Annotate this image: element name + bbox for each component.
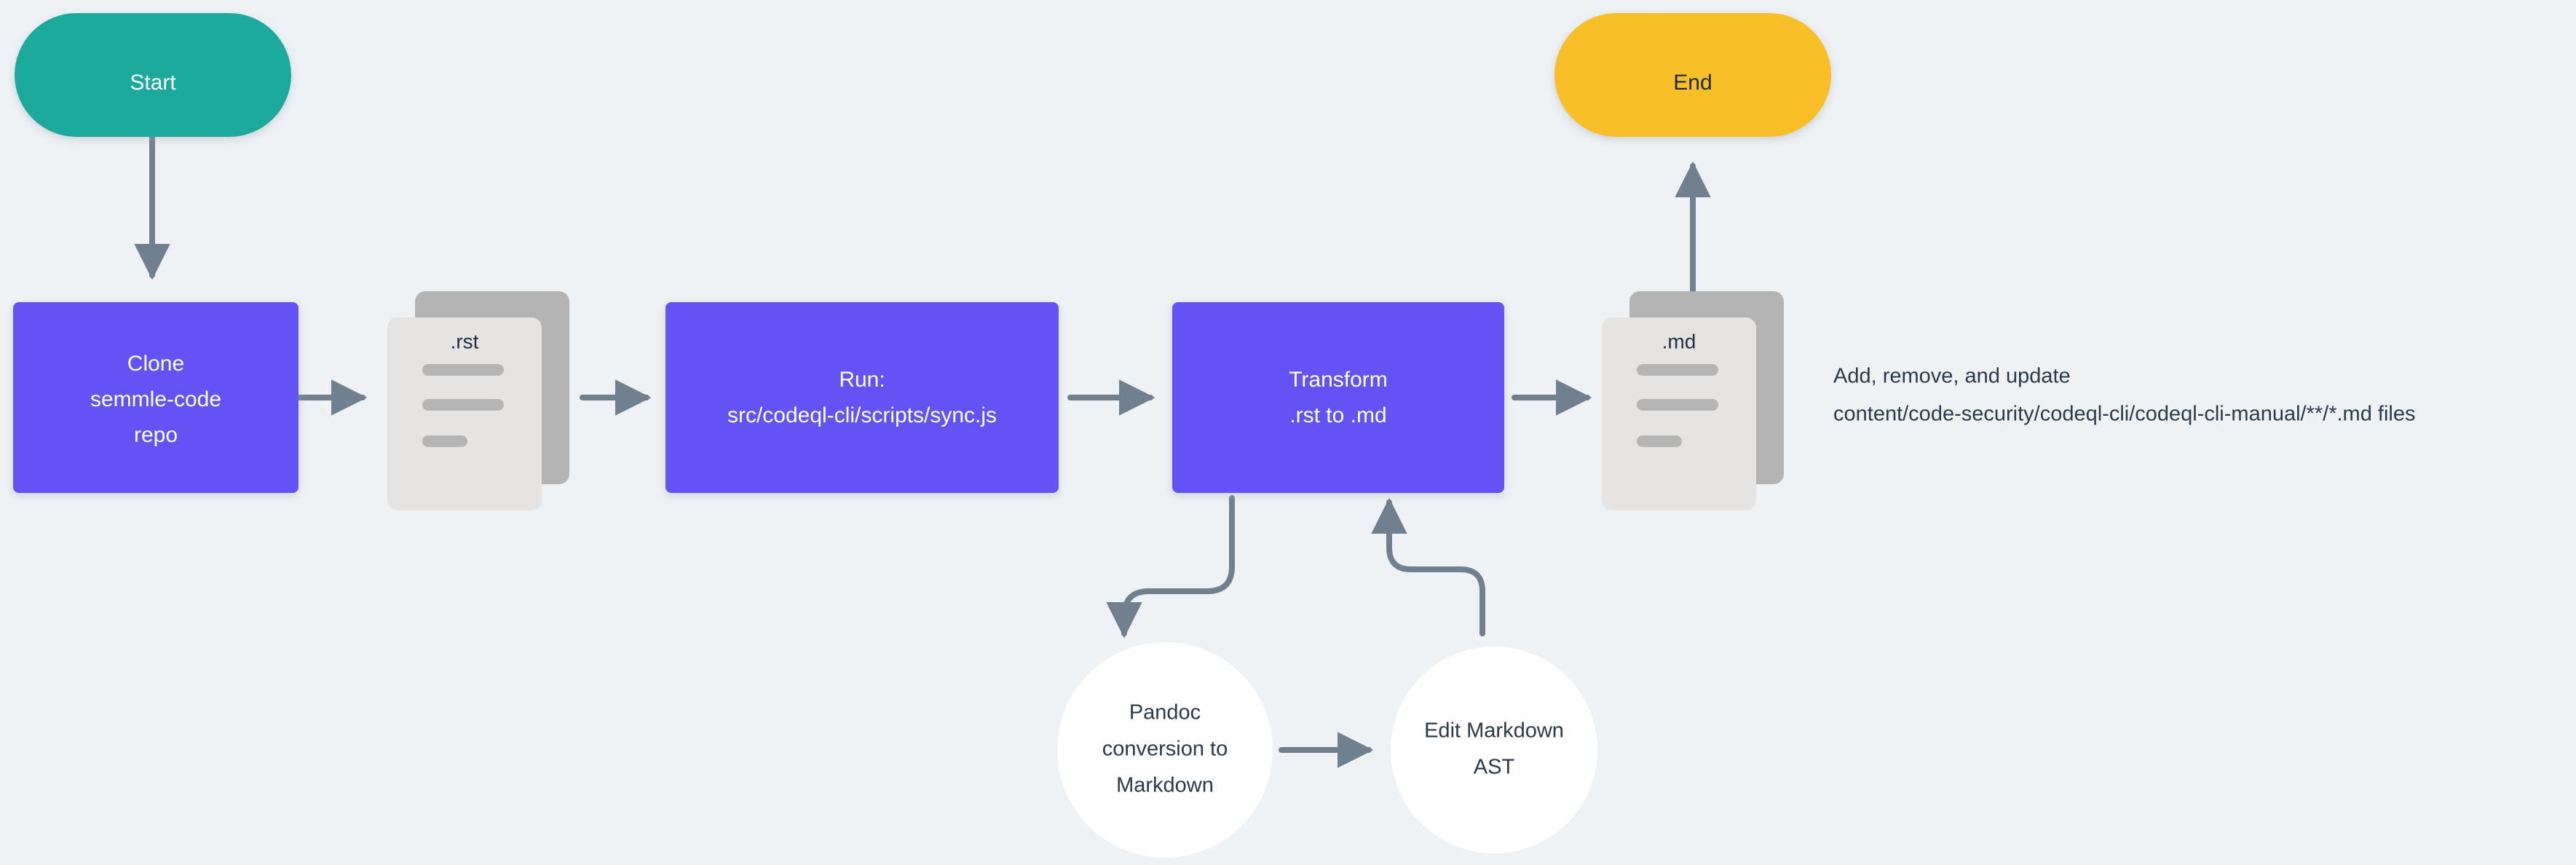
clone-label-line-2: semmle-code <box>90 387 221 411</box>
start-label: Start <box>130 71 176 95</box>
node-clone[interactable]: Clone semmle-code repo <box>13 302 299 493</box>
annotation-note: Add, remove, and update content/code-sec… <box>1833 365 2415 426</box>
node-md-document[interactable]: .md <box>1602 291 1784 510</box>
annotation-line-2: content/code-security/codeql-cli/codeql-… <box>1833 403 2415 426</box>
end-shape <box>1554 13 1831 137</box>
clone-shape <box>13 302 299 493</box>
run-label-line-2: src/codeql-cli/scripts/sync.js <box>727 403 997 427</box>
md-doc-text-line-3 <box>1637 435 1682 447</box>
transform-shape <box>1172 302 1504 493</box>
rst-doc-text-line-2 <box>422 399 504 411</box>
pandoc-label-line-3: Markdown <box>1116 774 1214 797</box>
transform-label-line-1: Transform <box>1289 368 1388 392</box>
clone-label-line-1: Clone <box>127 352 184 376</box>
md-doc-text-line-2 <box>1637 399 1718 411</box>
node-start[interactable]: Start <box>15 13 291 137</box>
node-rst-document[interactable]: .rst <box>387 291 569 510</box>
edit-ast-label-line-2: AST <box>1474 756 1515 779</box>
rst-doc-text-line-1 <box>422 364 504 376</box>
rst-doc-label: .rst <box>451 330 479 352</box>
pandoc-label-line-2: conversion to <box>1102 738 1228 761</box>
edge-transform-to-pandoc <box>1106 495 1235 639</box>
start-shape <box>15 13 291 137</box>
clone-label-line-3: repo <box>134 423 178 447</box>
pandoc-shape <box>1057 642 1273 858</box>
connectors <box>134 73 1711 768</box>
md-doc-text-line-1 <box>1637 364 1718 376</box>
md-doc-label: .md <box>1662 330 1696 352</box>
pandoc-label-line-1: Pandoc <box>1129 701 1201 724</box>
run-shape <box>665 302 1059 493</box>
transform-label-line-2: .rst to .md <box>1289 403 1386 427</box>
node-edit-markdown-ast[interactable]: Edit Markdown AST <box>1391 647 1597 853</box>
edge-edit-ast-to-transform <box>1371 497 1485 636</box>
edit-ast-shape <box>1391 647 1597 853</box>
end-label: End <box>1673 71 1712 95</box>
node-transform[interactable]: Transform .rst to .md <box>1172 302 1504 493</box>
rst-doc-text-line-3 <box>422 435 467 447</box>
annotation-line-1: Add, remove, and update <box>1833 365 2071 388</box>
node-run[interactable]: Run: src/codeql-cli/scripts/sync.js <box>665 302 1059 493</box>
node-pandoc[interactable]: Pandoc conversion to Markdown <box>1057 642 1273 858</box>
edit-ast-label-line-1: Edit Markdown <box>1424 719 1564 743</box>
run-label-line-1: Run: <box>839 368 885 392</box>
node-end[interactable]: End <box>1554 13 1831 137</box>
